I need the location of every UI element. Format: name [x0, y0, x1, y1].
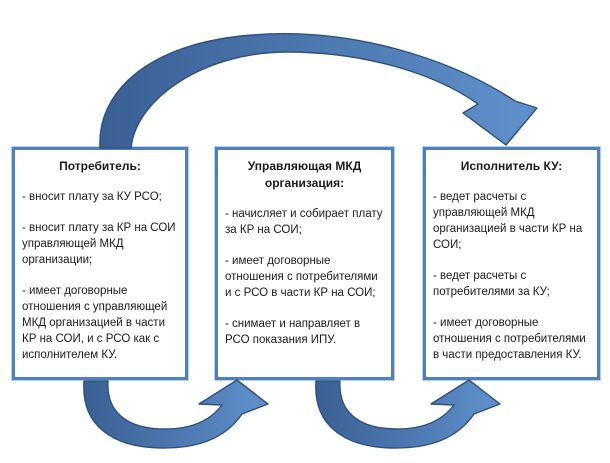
box-consumer: Потребитель: - вносит плату за КУ РСО; -… — [12, 147, 188, 380]
bullet-item: - имеет договорные отношения с потребите… — [225, 255, 378, 299]
box-ku-executor: Исполнитель КУ: - ведет расчеты с управл… — [423, 147, 600, 380]
bullet-item: - снимает и направляет в РСО показания И… — [225, 318, 361, 346]
bullet-item: - начисляет и собирает плату за КР на СО… — [225, 208, 383, 236]
bottom-right-curved-arrow — [315, 379, 501, 449]
box-managing-organization: Управляющая МКД организация: - начисляет… — [215, 147, 394, 380]
bullet-item: - имеет договорные отношения с потребите… — [433, 317, 586, 361]
bullet-item: - ведет расчеты с потребителями за КУ; — [433, 270, 550, 298]
box-managing-organization-title: Управляющая МКД организация: — [247, 159, 362, 190]
box-consumer-title: Потребитель: — [59, 159, 141, 173]
top-curved-arrow — [99, 33, 538, 149]
bullet-item: - вносит плату за КУ РСО; — [22, 191, 162, 203]
bullet-item: - вносит плату за КР на СОИ управляющей … — [22, 222, 176, 266]
bottom-left-curved-arrow — [83, 379, 269, 449]
box-ku-executor-title: Исполнитель КУ: — [460, 159, 563, 173]
bullet-item: - имеет договорные отношения с управляющ… — [22, 285, 168, 361]
bullet-item: - ведет расчеты с управляющей МКД органи… — [433, 191, 583, 251]
